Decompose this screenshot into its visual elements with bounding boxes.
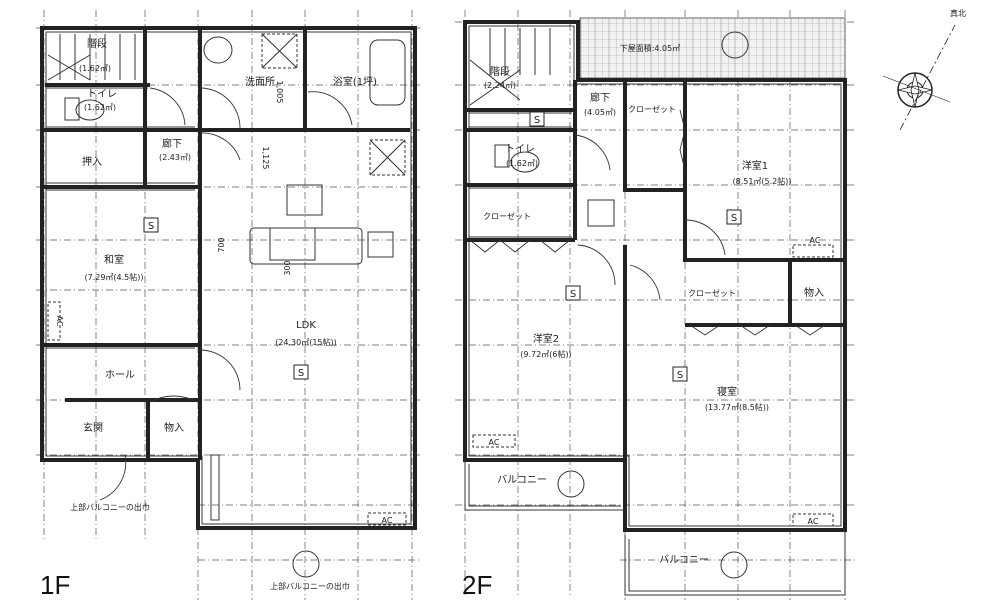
stairs-treads xyxy=(47,34,136,81)
north-compass-icon: 真北 xyxy=(882,8,966,131)
svg-text:S: S xyxy=(534,115,540,126)
dimension-1125: 1,125 xyxy=(261,147,270,170)
stairs-label: 階段 xyxy=(87,37,107,50)
toilet-label: トイレ xyxy=(505,144,535,155)
toilet-area: (1.62㎡) xyxy=(84,103,116,112)
walls xyxy=(463,20,847,596)
dimension-1005: 1,005 xyxy=(275,81,284,104)
ac-label-1: AC xyxy=(810,236,821,245)
svg-text:S: S xyxy=(298,368,304,379)
ac-label-left: AC xyxy=(55,316,64,327)
ldk-label: LDK xyxy=(296,320,316,331)
floor-2-label: 2F xyxy=(462,570,492,600)
closet-label: 押入 xyxy=(82,155,102,168)
dimension-700: 700 xyxy=(217,237,226,252)
svg-text:S: S xyxy=(677,370,683,381)
stairs-treads xyxy=(469,28,551,106)
doors xyxy=(469,109,826,336)
floor-2-plan: S S S S 階段 (2.24㎡) 下屋面積:4.05㎡ 廊下 (4.05㎡)… xyxy=(455,10,855,600)
ac-label-3: AC xyxy=(808,517,819,526)
structure-marker-icon xyxy=(292,550,320,578)
structure-marker-icon xyxy=(557,470,585,498)
walls xyxy=(40,26,417,530)
floor-1-plan: S S 階段 (1.62㎡) トイレ (1.62㎡) 洗面所 浴室(1坪) 押入… xyxy=(36,10,420,600)
balcony-projection-note-left: 上部バルコニーの出巾 xyxy=(70,502,150,512)
storage-label: 物入 xyxy=(804,286,824,299)
doors xyxy=(99,87,353,501)
japanese-room-area: (7.29㎡(4.5帖)) xyxy=(84,272,143,282)
stairs-label: 階段 xyxy=(490,65,510,78)
corridor-area: (2.43㎡) xyxy=(159,153,191,162)
closet3-label: クローゼット xyxy=(688,288,736,298)
ldk-area: (24.30㎡(15帖)) xyxy=(275,337,337,347)
toilet-label: トイレ xyxy=(87,89,117,100)
western1-area: (8.51㎡(5.2帖)) xyxy=(732,176,791,186)
closet2-label: クローゼット xyxy=(483,211,531,221)
corridor-area: (4.05㎡) xyxy=(584,108,616,117)
fixtures xyxy=(64,33,406,521)
corridor-label: 廊下 xyxy=(590,91,610,104)
bedroom-label: 寝室 xyxy=(717,385,737,398)
floor-1-label: 1F xyxy=(40,570,70,600)
true-north-label: 真北 xyxy=(950,8,966,18)
s-markers: S S S S xyxy=(529,111,742,382)
stairs-area: (1.62㎡) xyxy=(79,64,111,73)
dimension-300: 300 xyxy=(283,260,292,275)
balcony-projection-note-bottom: 上部バルコニーの出巾 xyxy=(270,581,350,591)
stairs-area: (2.24㎡) xyxy=(484,81,516,90)
storage-label: 物入 xyxy=(164,421,184,434)
closet1-label: クローゼット xyxy=(628,104,676,114)
hall-label: ホール xyxy=(105,369,135,381)
western1-label: 洋室1 xyxy=(742,159,768,172)
entrance-label: 玄関 xyxy=(83,421,103,434)
svg-text:S: S xyxy=(570,289,576,300)
ac-label: AC xyxy=(382,516,393,525)
structure-marker-icon xyxy=(720,551,748,579)
svg-text:S: S xyxy=(731,213,737,224)
western2-area: (9.72㎡(6帖)) xyxy=(520,349,571,359)
lower-roof-area xyxy=(579,17,846,79)
balcony1-label: バルコニー xyxy=(497,474,547,486)
western2-label: 洋室2 xyxy=(533,332,559,345)
bedroom-area: (13.77㎡(8.5帖)) xyxy=(705,402,769,412)
s-markers: S S xyxy=(143,217,309,380)
grid-lines xyxy=(455,10,855,600)
japanese-room-label: 和室 xyxy=(104,253,124,266)
ac-label-2: AC xyxy=(489,438,500,447)
structure-marker-icon xyxy=(721,31,749,59)
washroom-label: 洗面所 xyxy=(245,76,275,88)
bath-label: 浴室(1坪) xyxy=(333,75,377,88)
toilet-area: (1.62㎡) xyxy=(506,159,538,168)
corridor-label: 廊下 xyxy=(162,137,182,150)
fixtures xyxy=(494,144,615,227)
lower-roof-label: 下屋面積:4.05㎡ xyxy=(620,43,681,53)
balcony2-label: バルコニー xyxy=(659,554,709,566)
svg-text:S: S xyxy=(148,221,154,232)
